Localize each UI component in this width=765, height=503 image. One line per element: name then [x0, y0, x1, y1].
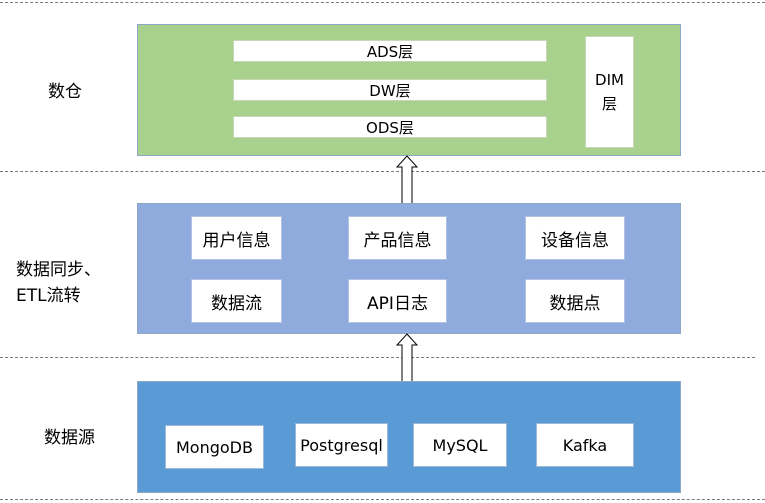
- warehouse-label: 数仓: [48, 82, 82, 102]
- kafka-box: Kafka: [536, 423, 634, 467]
- postgresql-box: Postgresql: [295, 423, 388, 467]
- mongodb-box: MongoDB: [165, 425, 264, 469]
- source-layer: MongoDB Postgresql MySQL Kafka: [137, 381, 681, 493]
- dim-layer-line2: 层: [601, 95, 617, 113]
- sync-label-line2: ETL流转: [16, 286, 81, 306]
- separator-top: [0, 2, 765, 3]
- source-label: 数据源: [44, 428, 95, 448]
- mysql-box: MySQL: [413, 423, 507, 467]
- ads-layer-box: ADS层: [233, 40, 547, 62]
- separator-warehouse-sync: [0, 171, 765, 172]
- separator-bottom: [0, 499, 765, 500]
- separator-sync-source: [0, 357, 755, 358]
- arrow-up-icon: [396, 333, 418, 383]
- warehouse-layer: ADS层 DW层 ODS层 DIM 层: [137, 24, 681, 156]
- user-info-box: 用户信息: [191, 216, 282, 260]
- data-stream-box: 数据流: [191, 279, 282, 323]
- data-point-box: 数据点: [525, 279, 625, 323]
- api-log-box: API日志: [348, 279, 447, 323]
- dim-layer-line1: DIM: [595, 71, 624, 89]
- sync-label-line1: 数据同步、: [16, 260, 101, 280]
- dw-layer-box: DW层: [233, 79, 547, 101]
- sync-layer: 用户信息 产品信息 设备信息 数据流 API日志 数据点: [137, 203, 681, 334]
- dim-layer-box: DIM 层: [585, 36, 634, 148]
- ods-layer-box: ODS层: [233, 116, 547, 138]
- arrow-up-icon: [396, 155, 418, 205]
- device-info-box: 设备信息: [525, 216, 625, 260]
- product-info-box: 产品信息: [348, 216, 447, 260]
- sync-label: 数据同步、 ETL流转: [16, 257, 101, 309]
